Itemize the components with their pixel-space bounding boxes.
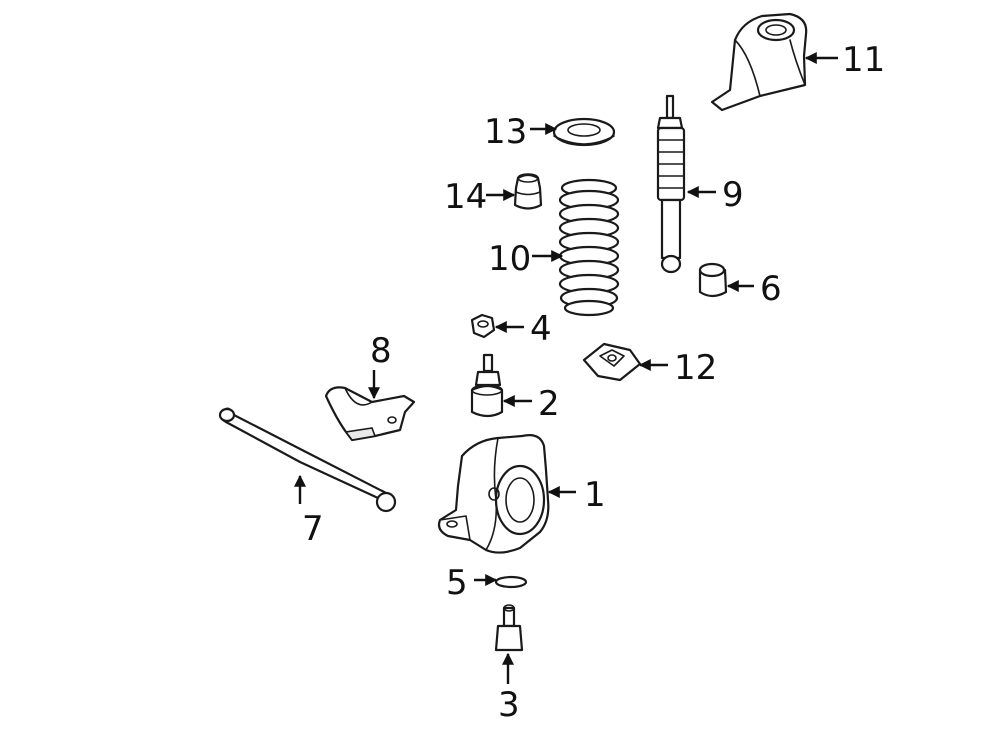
part-3-lower-ball-joint <box>494 604 524 652</box>
callout-1: 1 <box>584 475 606 515</box>
callout-7: 7 <box>302 509 324 549</box>
leader-lines <box>294 52 838 684</box>
callout-13: 13 <box>484 112 527 152</box>
callout-14: 14 <box>444 177 487 217</box>
callout-9: 9 <box>722 175 744 215</box>
part-14-bump-stop <box>513 173 543 210</box>
part-1-steering-knuckle <box>437 434 550 554</box>
part-11-shock-mount-bracket <box>710 12 808 112</box>
part-13-spring-insulator <box>552 117 616 147</box>
callout-11: 11 <box>842 40 885 80</box>
callout-6: 6 <box>760 269 782 309</box>
callout-3: 3 <box>498 685 520 725</box>
part-8-bracket <box>324 386 416 442</box>
callout-5: 5 <box>446 563 468 603</box>
part-6-bushing <box>698 262 728 298</box>
callout-12: 12 <box>674 348 717 388</box>
part-4-nut <box>470 313 496 339</box>
part-5-seal-ring <box>494 575 528 589</box>
callout-2: 2 <box>538 384 560 424</box>
callout-4: 4 <box>530 309 552 349</box>
part-7-track-bar <box>218 407 397 513</box>
part-12-spring-seat <box>582 342 642 382</box>
callout-8: 8 <box>370 331 392 371</box>
part-10-coil-spring <box>558 178 620 317</box>
part-2-ball-joint <box>470 353 504 418</box>
part-9-shock-absorber <box>656 94 686 274</box>
callout-10: 10 <box>488 239 531 279</box>
